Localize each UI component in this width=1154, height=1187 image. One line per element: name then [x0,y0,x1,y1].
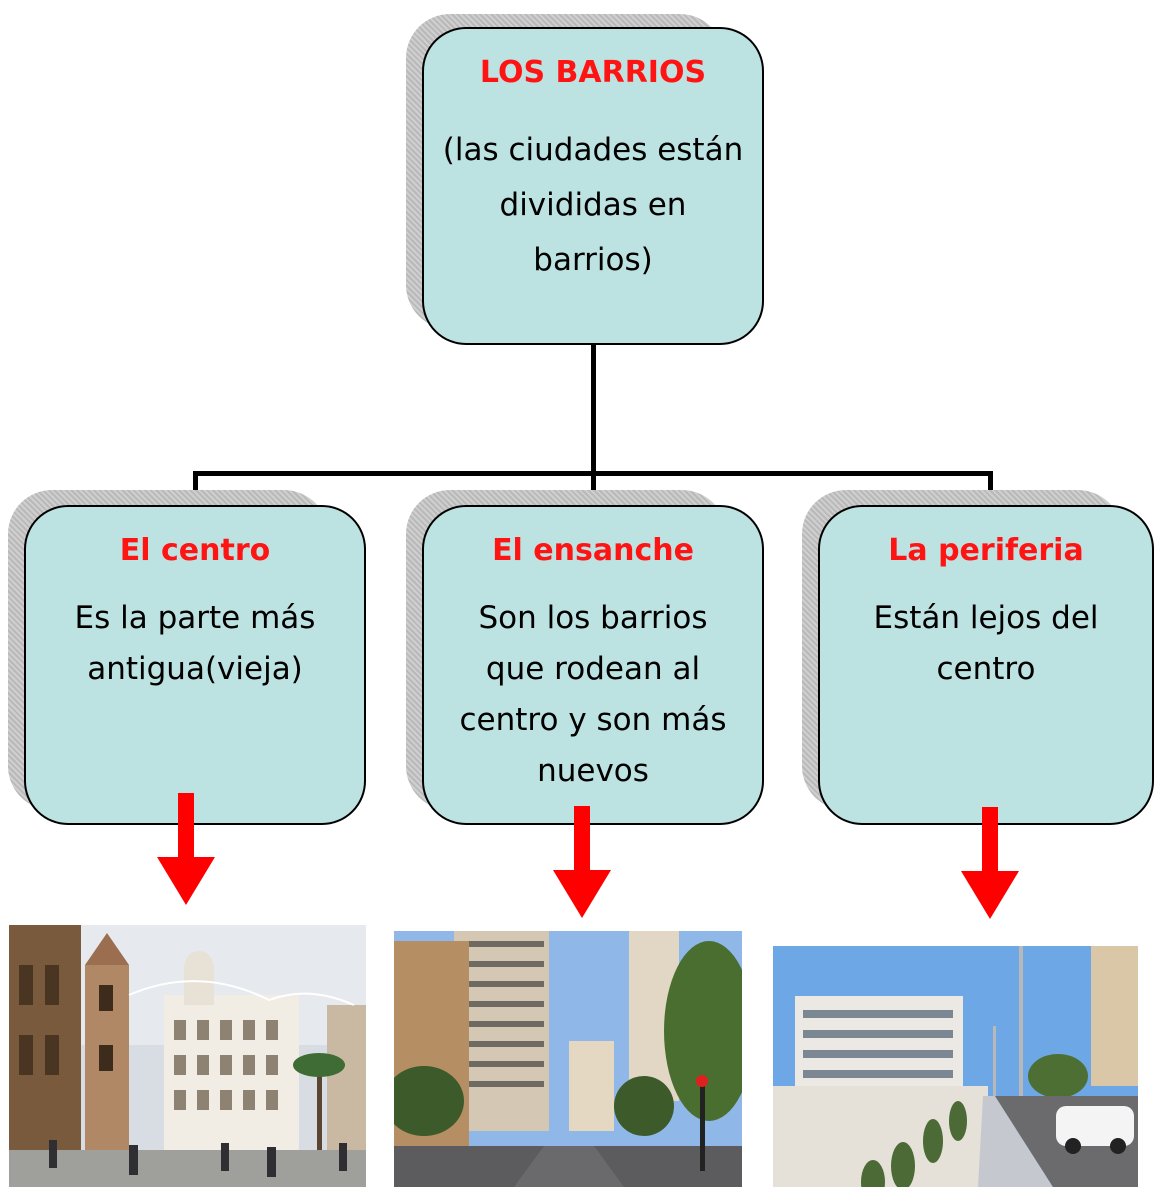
periferia-title: La periferia [888,533,1084,568]
centro-title: El centro [119,533,271,568]
periferia-description: Están lejos del centro [873,600,1099,687]
root-node: LOS BARRIOS (las ciudades están dividida… [422,27,764,345]
root-stem-line [591,344,596,476]
outskirts-street-photo [773,946,1138,1187]
ensanche-node: El ensanche Son los barrios que rodean a… [422,505,764,825]
ensanche-title: El ensanche [492,533,694,568]
centro-down-arrow-icon [157,793,215,905]
periferia-node: La periferia Están lejos del centro [818,505,1154,825]
root-description: (las ciudades están divididas en barrios… [442,132,744,278]
centro-node: El centro Es la parte más antigua(vieja) [24,505,366,825]
centro-description: Es la parte más antigua(vieja) [74,600,316,687]
root-title: LOS BARRIOS [479,55,707,90]
ensanche-description: Son los barrios que rodean al centro y s… [459,600,727,789]
old-town-square-photo [9,925,366,1187]
ensanche-down-arrow-icon [553,806,611,918]
left-branch-line [193,471,198,505]
middle-branch-line [591,471,596,505]
right-branch-line [988,471,993,505]
city-avenue-photo [394,931,742,1187]
periferia-down-arrow-icon [961,807,1019,919]
